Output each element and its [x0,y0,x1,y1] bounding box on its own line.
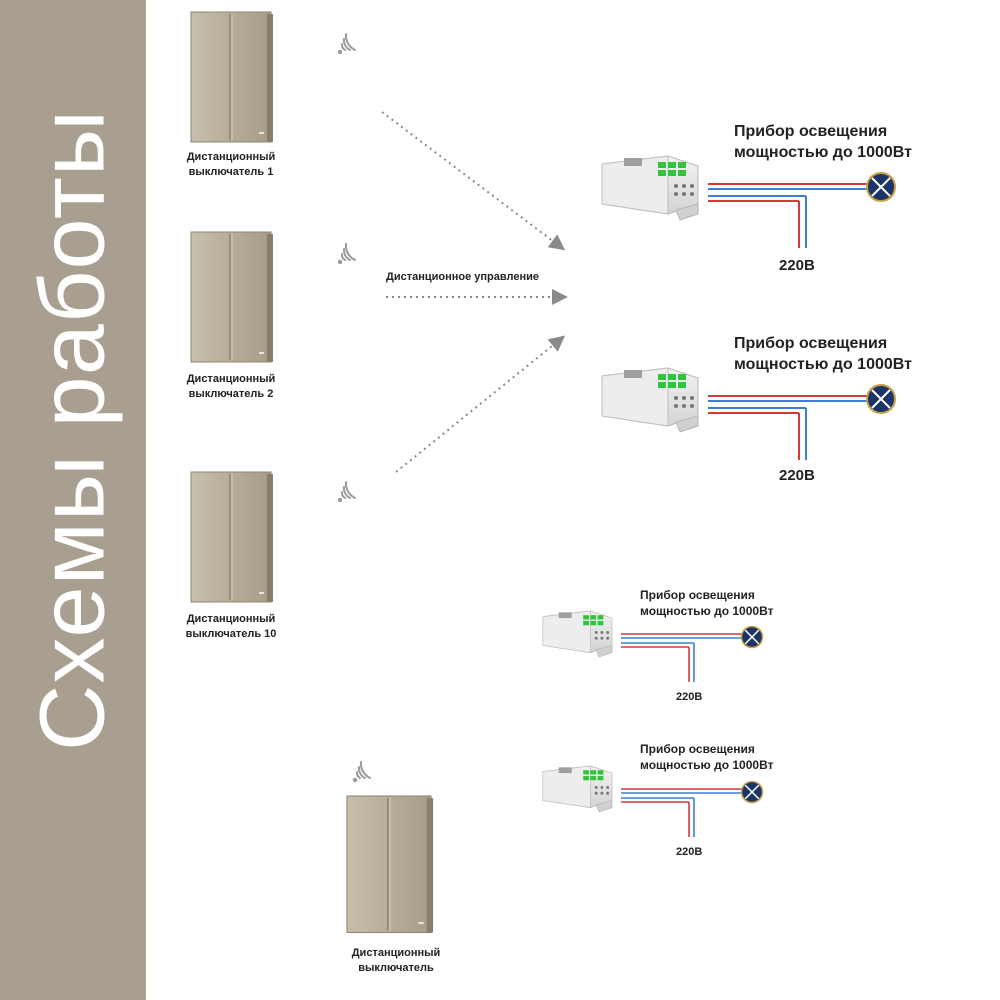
relay-receiver-box [601,155,699,221]
switch-panel [346,795,434,934]
wires [621,788,742,837]
lamp-icon [866,384,896,414]
voltage-label: 220В [779,257,815,274]
voltage-label: 220В [779,467,815,484]
lamp-icon [866,172,896,202]
wires [708,183,868,248]
lamp-icon [740,625,764,649]
wifi-waves-icon [336,243,356,266]
relay-receiver-box [542,765,613,813]
remote-control-label: Дистанционное управление [386,271,539,283]
switch-label-2: Дистанционный выключатель 2 [186,373,276,400]
switch-panel-10 [190,471,274,603]
device-label: Прибор освещения мощностью до 1000Вт [734,123,912,161]
relay-receiver-box [601,367,699,433]
wires [621,633,742,682]
switch-label-1: Дистанционный выключатель 1 [186,151,276,178]
relay-receiver-box [542,610,613,658]
switch-panel-1 [190,11,274,143]
wifi-waves-icon [351,761,371,784]
device-label: Прибор освещения мощностью до 1000Вт [734,335,912,373]
device-label: Прибор освещения мощностью до 1000Вт [640,742,774,772]
voltage-label: 220В [676,846,703,858]
switch-label: Дистанционный выключатель [351,947,441,974]
switch-label-10: Дистанционный выключатель 10 [185,613,277,640]
wifi-waves-icon [336,33,356,56]
signal-arrow [395,335,566,473]
voltage-label: 220В [676,691,703,703]
wires [708,395,868,460]
device-label: Прибор освещения мощностью до 1000Вт [640,588,774,618]
switch-panel-2 [190,231,274,363]
signal-arrow [381,111,566,251]
sidebar: Схемы работы [0,0,146,1000]
wifi-waves-icon [336,481,356,504]
lamp-icon [740,780,764,804]
